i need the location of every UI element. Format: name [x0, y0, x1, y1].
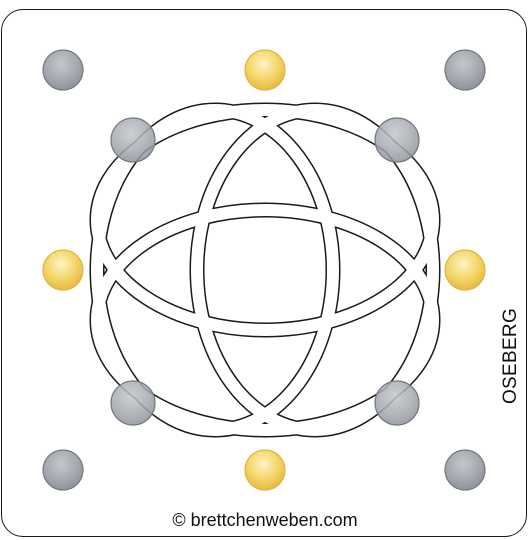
hole-corner-bottom-left [43, 450, 83, 490]
hole-inner-top-left [111, 118, 155, 162]
hole-corner-top-left [43, 50, 83, 90]
hole-corner-top-right [445, 50, 485, 90]
hole-inner-top-right [375, 118, 419, 162]
hole-top-center [245, 50, 285, 90]
pattern-name-label: OSEBERG [500, 308, 522, 404]
hole-inner-bottom-left [111, 381, 155, 425]
hole-middle-right [445, 250, 485, 290]
hole-bottom-center [245, 450, 285, 490]
hole-inner-bottom-right [375, 381, 419, 425]
hole-corner-bottom-right [445, 450, 485, 490]
hole-middle-left [43, 250, 83, 290]
copyright-credit: © brettchenweben.com [0, 510, 530, 531]
